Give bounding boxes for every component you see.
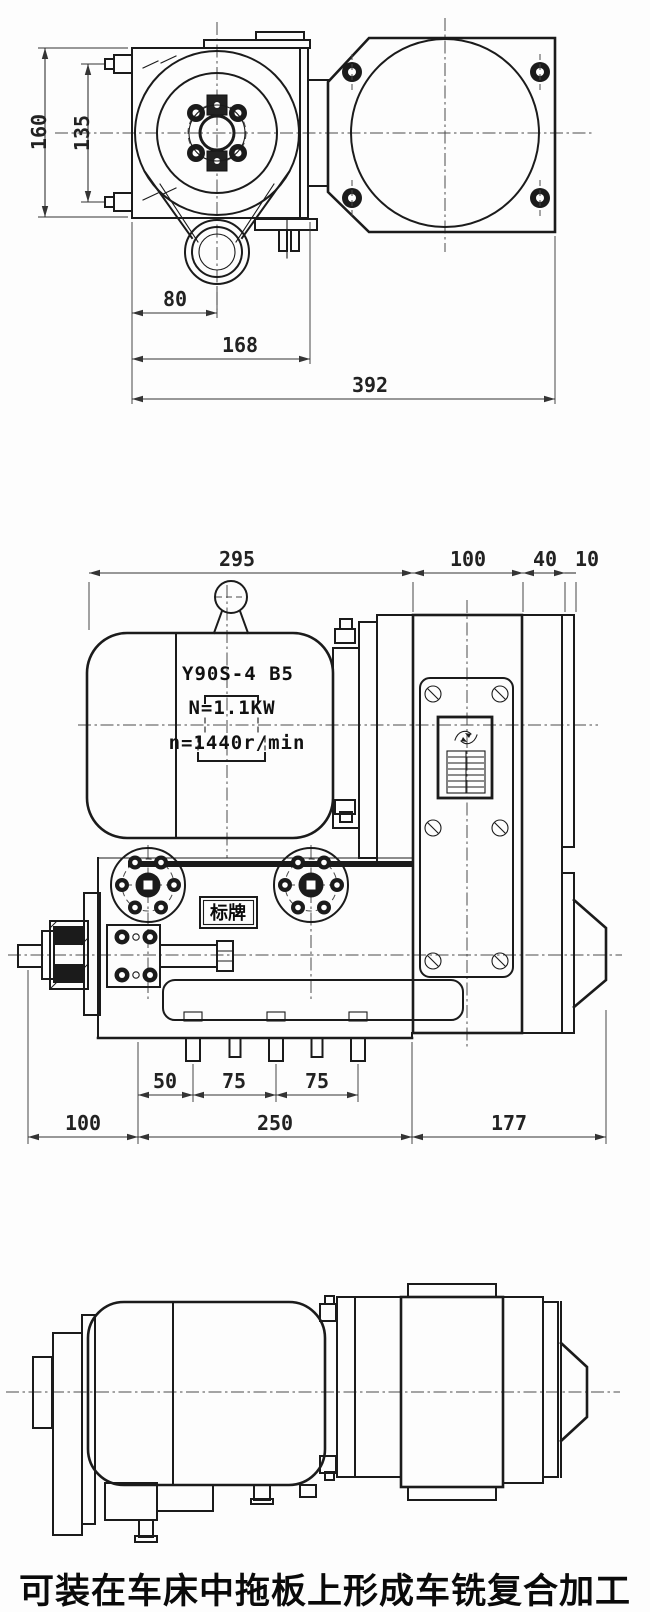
- plan-spindle-nose: [559, 1341, 589, 1443]
- plan-view: [6, 1283, 620, 1543]
- rotation-direction-icon: [454, 730, 478, 745]
- dim-50-label: 50: [153, 1069, 177, 1093]
- oil-level-grid: [446, 750, 486, 794]
- motor-power-label: N=1.1KW: [188, 697, 275, 719]
- bottom-tab-top-view: [254, 218, 318, 259]
- front-view: Y90S-4 B5 N=1.1KW n=1440r/min: [8, 547, 622, 1144]
- spindle-nose-right: [572, 898, 608, 1009]
- motor-model-label: Y90S-4 B5: [182, 663, 294, 685]
- dim-135-label: 135: [70, 115, 94, 151]
- base-slot-and-studs: [162, 979, 464, 1062]
- lower-body: [83, 857, 414, 1040]
- top-view: 160 135 80 168 392: [27, 18, 592, 404]
- dim-75b-label: 75: [305, 1069, 329, 1093]
- flange-boss-right: [273, 847, 349, 923]
- motor-speed-label: n=1440r/min: [169, 732, 306, 754]
- dim-100-bottom-label: 100: [65, 1111, 101, 1135]
- dim-40-label: 40: [533, 547, 557, 571]
- front-view-bottom-dimensions: 50 75 75 100 250 177: [27, 970, 607, 1144]
- spindle-flange: [187, 94, 247, 172]
- plan-gearbox: [336, 1283, 589, 1501]
- nameplate: 标牌: [199, 896, 258, 929]
- lifting-eye: [212, 580, 250, 635]
- motor-body: Y90S-4 B5 N=1.1KW n=1440r/min: [85, 631, 335, 840]
- dim-10-label: 10: [575, 547, 599, 571]
- dim-75a-label: 75: [222, 1069, 246, 1093]
- gearbox-cover-plate: [419, 677, 514, 978]
- plan-left-flange: [32, 1314, 96, 1536]
- oil-sight-window: [436, 715, 494, 800]
- cover-screws: [424, 685, 509, 970]
- dim-168-label: 168: [222, 333, 258, 357]
- dim-392-label: 392: [352, 373, 388, 397]
- milling-head-outline: [134, 50, 300, 285]
- motor-plate-top: [307, 36, 557, 234]
- top-view-dimensions: 160 135 80 168 392: [27, 47, 556, 404]
- motor-flange-adapter: [332, 614, 414, 866]
- front-view-top-dimensions: 295 100 40 10: [88, 547, 599, 630]
- dim-80-label: 80: [163, 287, 187, 311]
- gearbox-housing-top: [104, 31, 311, 219]
- plan-motor: [86, 1295, 337, 1543]
- caption: 可装在车床中拖板上形成车铣复合加工: [19, 1572, 631, 1612]
- dim-177-label: 177: [491, 1111, 527, 1135]
- flange-boss-left: [110, 847, 186, 923]
- dim-100-top-label: 100: [450, 547, 486, 571]
- spindle-assembly-left: [17, 920, 234, 990]
- nameplate-label: 标牌: [209, 902, 246, 924]
- dim-250-label: 250: [257, 1111, 293, 1135]
- dim-160-label: 160: [27, 114, 51, 150]
- gearbox-column: [411, 613, 608, 1035]
- dim-295-label: 295: [219, 547, 255, 571]
